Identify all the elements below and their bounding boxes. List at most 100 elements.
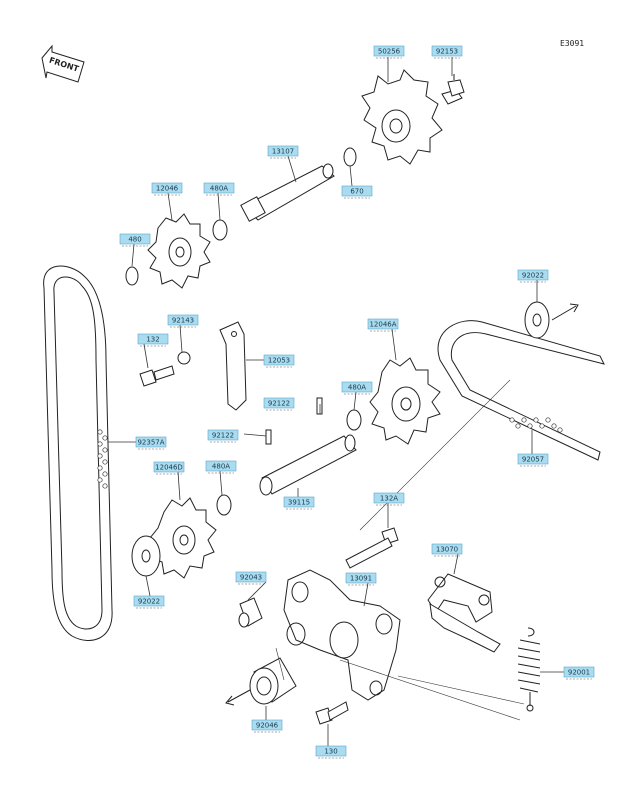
direction-arrow-left-icon	[225, 689, 251, 706]
part-label-text: 132A	[380, 495, 398, 503]
part-label-text: 12046A	[369, 321, 396, 329]
part-label-text: 12046	[156, 185, 179, 193]
roller-92046	[249, 657, 297, 705]
part-label-text: 39115	[288, 499, 310, 507]
part-label-box	[137, 333, 169, 345]
part-label-92022[interactable]: 92022	[133, 595, 165, 609]
part-label-box	[341, 185, 373, 197]
leader-lines	[108, 57, 564, 746]
part-label-box	[345, 572, 377, 584]
part-label-text: 130	[324, 748, 337, 756]
part-label-92143[interactable]: 92143	[167, 314, 199, 328]
part-label-text: 92022	[138, 598, 160, 606]
part-label-92043[interactable]: 92043	[235, 571, 267, 585]
part-label-text: 12046D	[155, 464, 183, 472]
part-label-box	[367, 318, 399, 330]
part-label-13091[interactable]: 13091	[345, 572, 377, 586]
part-label-box	[517, 453, 549, 465]
part-label-13070[interactable]: 13070	[431, 543, 463, 557]
pin-92122-b	[265, 429, 272, 445]
drive-chain-left	[43, 265, 113, 641]
tensioner-arm-13091	[283, 569, 401, 701]
sprocket-12046	[147, 213, 211, 289]
part-label-text: 92122	[212, 432, 234, 440]
part-label-480a[interactable]: 480A	[341, 381, 373, 395]
part-label-box	[119, 233, 151, 245]
part-label-12046a[interactable]: 12046A	[367, 318, 399, 332]
part-label-12046d[interactable]: 12046D	[153, 461, 185, 475]
ring-480a-upper	[212, 219, 228, 241]
part-label-92022[interactable]: 92022	[517, 269, 549, 283]
sprocket-12046d	[149, 497, 217, 579]
part-label-132a[interactable]: 132A	[373, 492, 405, 506]
part-label-text: 92122	[268, 400, 290, 408]
ring-480	[125, 266, 139, 286]
part-label-text: 13091	[350, 575, 372, 583]
part-label-box	[263, 354, 295, 366]
part-label-box	[431, 45, 463, 57]
washer-92022-upper	[524, 301, 550, 339]
part-label-text: 12053	[268, 357, 290, 365]
shaft-13107	[240, 163, 335, 222]
collar-92043	[238, 597, 263, 628]
part-label-text: 92043	[240, 574, 262, 582]
part-labels: 50256 92153 13107 670 12046 480A 480 92022 132 92…	[119, 45, 595, 759]
part-label-13107[interactable]: 13107	[267, 145, 299, 159]
front-arrow-icon: FRONT	[41, 44, 85, 83]
direction-arrow-right-icon	[551, 303, 579, 321]
part-label-text: 13070	[436, 546, 458, 554]
part-label-box	[283, 496, 315, 508]
part-label-130[interactable]: 130	[315, 745, 347, 759]
part-label-92153[interactable]: 92153	[431, 45, 463, 59]
ring-480a-middle	[346, 409, 362, 431]
part-label-92001[interactable]: 92001	[563, 666, 595, 680]
part-label-50256[interactable]: 50256	[373, 45, 405, 59]
part-label-480a[interactable]: 480A	[205, 460, 237, 474]
drive-chain-right	[437, 320, 605, 461]
part-label-box	[151, 182, 183, 194]
part-label-text: 92057	[522, 456, 544, 464]
part-label-text: 92046	[256, 722, 279, 730]
part-label-12053[interactable]: 12053	[263, 354, 295, 368]
part-label-text: 480A	[210, 185, 228, 193]
part-label-box	[373, 45, 405, 57]
part-label-box	[517, 269, 549, 281]
part-label-39115[interactable]: 39115	[283, 496, 315, 510]
pin-92122-a	[316, 397, 323, 415]
part-label-132[interactable]: 132	[137, 333, 169, 347]
part-label-480[interactable]: 480	[119, 233, 151, 247]
bolt-130	[315, 701, 349, 725]
part-label-text: 50256	[378, 48, 401, 56]
shaft-39115	[259, 434, 357, 496]
washer-92022-lower	[131, 535, 161, 577]
part-label-box	[205, 460, 237, 472]
upper-sprocket	[361, 69, 443, 165]
part-label-box	[431, 543, 463, 555]
part-label-92357a[interactable]: 92357A	[135, 436, 167, 450]
part-label-text: 480A	[348, 384, 366, 392]
part-label-box	[267, 145, 299, 157]
part-label-text: 132	[146, 336, 159, 344]
part-label-670[interactable]: 670	[341, 185, 373, 199]
part-label-92046[interactable]: 92046	[251, 719, 283, 733]
bolt-132	[139, 365, 175, 387]
part-label-text: 13107	[272, 148, 294, 156]
part-label-text: 480A	[212, 463, 230, 471]
part-label-text: 480	[128, 236, 141, 244]
part-label-92057[interactable]: 92057	[517, 453, 549, 467]
part-label-480a[interactable]: 480A	[203, 182, 235, 196]
part-label-text: 92022	[522, 272, 544, 280]
collar-92143	[177, 351, 191, 365]
part-label-box	[207, 429, 239, 441]
sprocket-12046a	[369, 357, 441, 445]
part-label-box	[167, 314, 199, 326]
part-label-12046[interactable]: 12046	[151, 182, 183, 196]
chain-guide-12053	[219, 321, 247, 411]
part-label-92122[interactable]: 92122	[263, 397, 295, 411]
part-label-92122[interactable]: 92122	[207, 429, 239, 443]
part-label-box	[203, 182, 235, 194]
part-label-box	[135, 436, 167, 448]
part-label-box	[341, 381, 373, 393]
bolt-92153	[441, 74, 465, 105]
